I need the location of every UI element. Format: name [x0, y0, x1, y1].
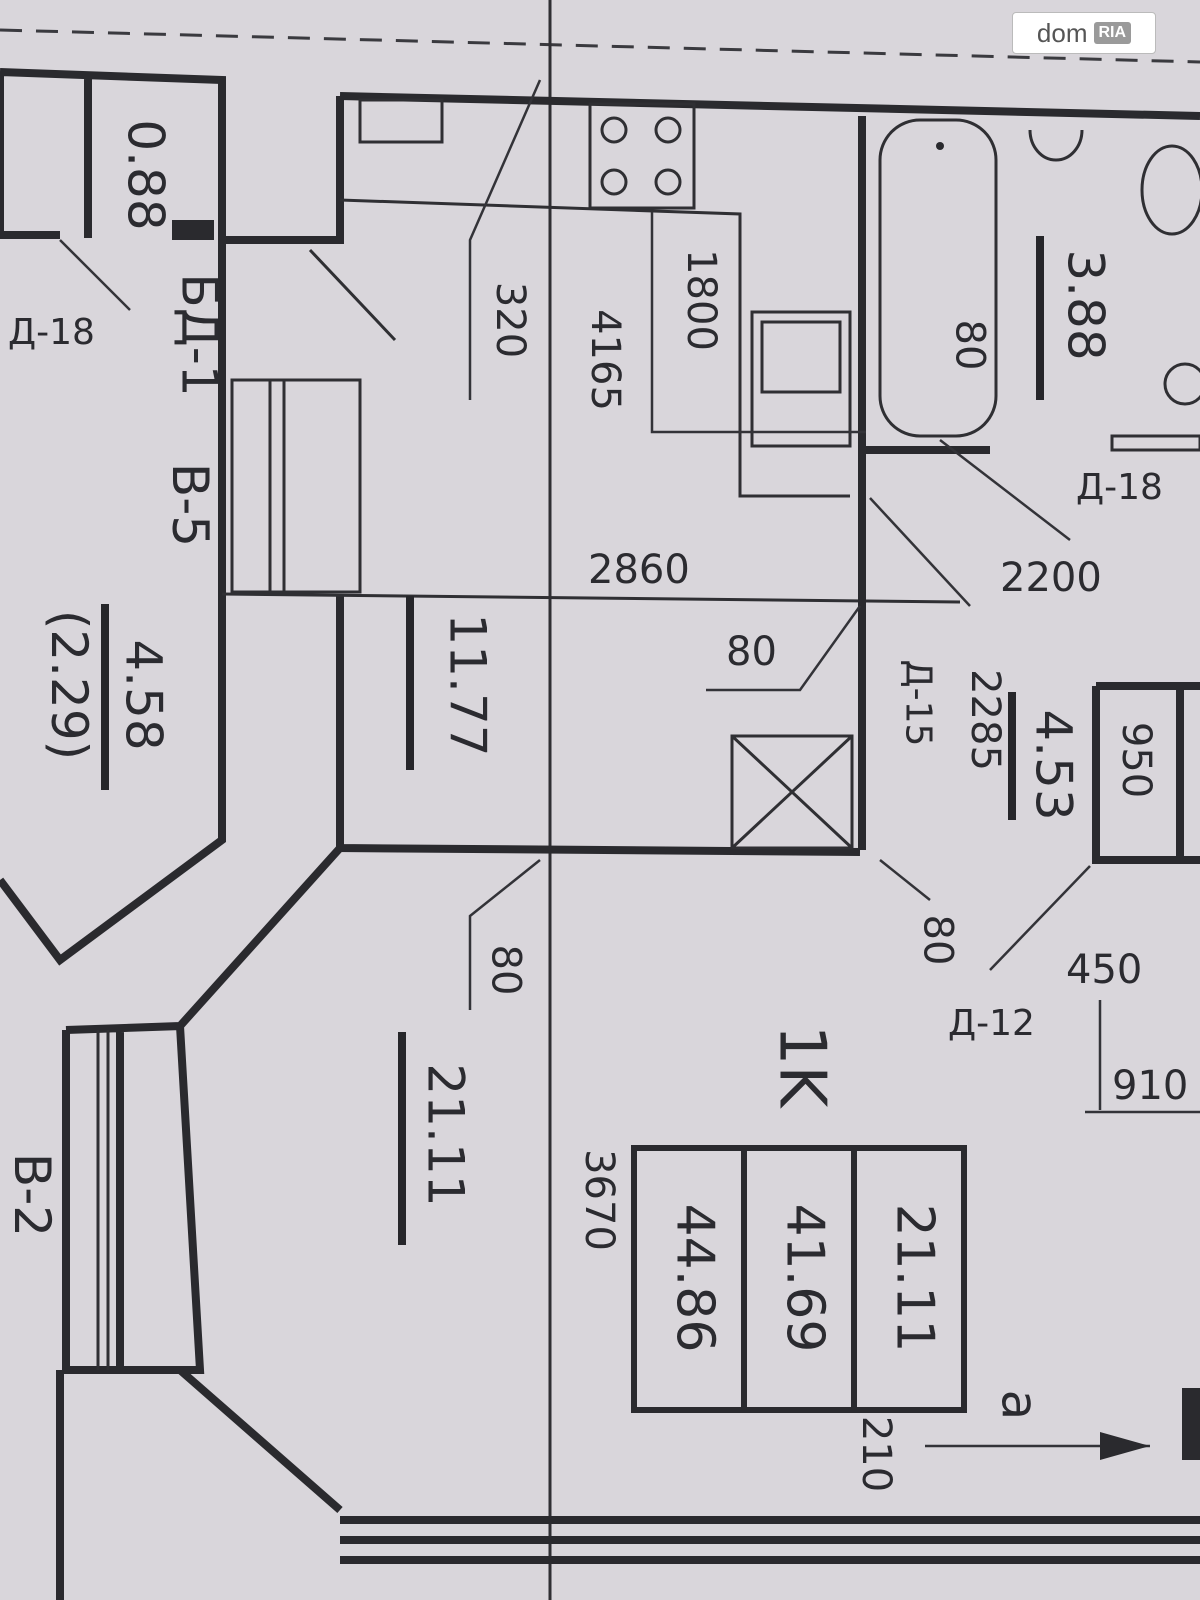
dimension-3670: 3670	[575, 1149, 622, 1251]
leader-80-low	[468, 859, 541, 1010]
dimension-450: 450	[1066, 947, 1143, 993]
storage-closet-walls	[0, 68, 226, 240]
leader-d18-left	[59, 239, 131, 311]
section-arrow	[925, 1388, 1200, 1460]
stove-icon	[588, 102, 696, 210]
living-room-area-label: 21.11	[416, 1063, 475, 1207]
balcony-window	[96, 1030, 110, 1370]
kitchen-walls	[0, 92, 1200, 966]
door-code-d18-left: Д-18	[8, 312, 95, 353]
washing-machine-icon	[1163, 362, 1200, 406]
wardrobe-icon	[230, 378, 362, 594]
leader-2200	[939, 439, 1071, 541]
kitchen-area-label: 11.77	[438, 613, 497, 757]
watermark-badge: RIA	[1093, 22, 1132, 44]
door-code-d12: Д-12	[948, 1003, 1035, 1044]
top-axis-line	[0, 28, 1200, 64]
dimension-320: 320	[487, 281, 534, 359]
section-mark: а	[990, 1389, 1049, 1421]
leader-80-right	[879, 859, 931, 901]
apartment-type-label: 1K	[764, 1024, 839, 1108]
area-table-total-no-balcony: 41.69	[774, 1203, 835, 1353]
washbasin-icon	[1028, 129, 1084, 162]
bathroom-area-label: 3.88	[1056, 249, 1115, 361]
dimension-950: 950	[1113, 721, 1160, 799]
dim-line-1800	[650, 212, 866, 434]
bathtub-icon	[878, 118, 998, 438]
bathroom-walls	[858, 116, 990, 850]
dimension-80-low: 80	[482, 944, 529, 996]
dimension-2200: 2200	[1000, 555, 1102, 601]
dimension-80-bath: 80	[946, 319, 993, 371]
door-code-d15: Д-15	[897, 659, 939, 747]
kitchen-partition	[221, 592, 961, 604]
window-code-b5: В-5	[161, 462, 220, 548]
area-table-living: 21.11	[884, 1203, 945, 1353]
kitchen-counter	[339, 198, 850, 498]
hallway-area-label: 4.53	[1024, 709, 1083, 821]
dimension-80-right: 80	[914, 914, 961, 966]
door-jamb	[172, 220, 214, 240]
dimension-80-mid: 80	[726, 629, 777, 675]
dimension-2285: 2285	[961, 669, 1008, 771]
balcony-door-code: БД-1	[170, 273, 229, 397]
door-threshold	[1110, 434, 1200, 452]
door-swing-kitchen	[308, 248, 397, 342]
window-code-b2: В-2	[3, 1152, 62, 1238]
leader-80-mid	[706, 605, 862, 692]
dimension-2860: 2860	[588, 547, 690, 593]
balcony-area-label: 4.58	[114, 639, 173, 751]
storage-area-label: 0.88	[116, 119, 175, 231]
dimension-910: 910	[1112, 1063, 1189, 1109]
leader-d12	[989, 865, 1091, 971]
balcony-walls	[56, 845, 343, 1600]
sink-icon	[750, 310, 852, 448]
ventilation-shaft-icon	[730, 734, 854, 850]
dimension-4165: 4165	[581, 309, 628, 411]
kitchen-cabinet	[358, 98, 444, 144]
toilet-icon	[1140, 144, 1200, 236]
watermark-brand: dom	[1036, 17, 1088, 48]
external-wall-bottom	[340, 1516, 1200, 1564]
dimension-210: 210	[853, 1415, 900, 1493]
dom-ria-watermark: dom RIA	[1012, 12, 1156, 54]
leader-320	[468, 79, 542, 400]
leader-2285	[869, 497, 971, 607]
door-code-d18-right: Д-18	[1076, 467, 1163, 508]
hallway-walls	[1092, 682, 1200, 864]
dimension-1800: 1800	[677, 249, 724, 351]
area-table	[631, 1145, 967, 1413]
area-table-total: 44.86	[664, 1203, 725, 1353]
balcony-reduced-area-label: (2.29)	[40, 609, 99, 761]
